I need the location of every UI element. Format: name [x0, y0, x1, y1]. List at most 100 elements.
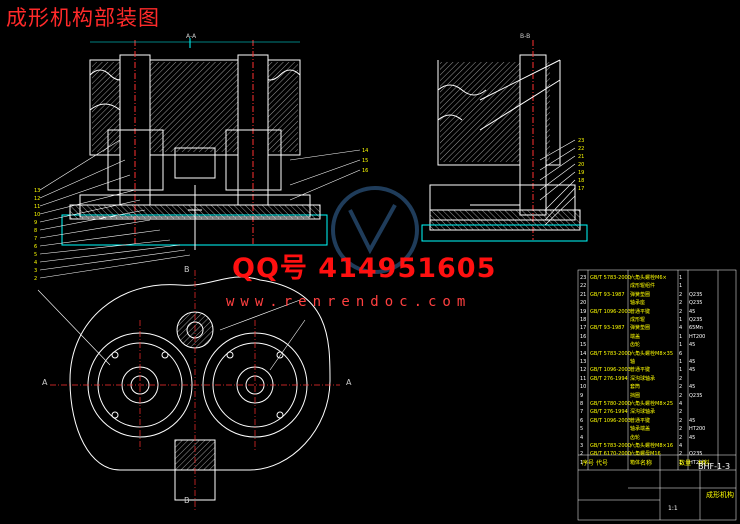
bom-cell-name: 套筒	[630, 384, 641, 391]
watermark-url: www.renrendoc.com	[226, 294, 472, 310]
title-block-name: 成形机构	[706, 491, 734, 499]
bom-cell-no: 2	[580, 451, 584, 458]
bom-cell-qty: 2	[679, 426, 683, 433]
watermark-logo	[331, 186, 419, 274]
bom-cell-name: 轴承座	[630, 300, 646, 307]
bom-cell-name: 六角螺母M16	[630, 451, 661, 458]
bom-cell-name: 六角头螺栓M6×	[630, 275, 667, 281]
bom-cell-code: GB/T 276-1994	[590, 375, 628, 382]
bom-cell-no: 21	[580, 291, 587, 298]
bom-cell-name: 深沟球轴承	[630, 375, 656, 382]
svg-text:16: 16	[362, 168, 368, 174]
bom-cell-no: 9	[580, 392, 584, 399]
bom-cell-mat: Q235	[689, 392, 703, 399]
svg-text:8: 8	[34, 228, 37, 234]
bom-cell-mat: 65Mn	[689, 325, 703, 332]
bom-cell-no: 22	[580, 283, 587, 290]
bom-cell-qty: 1	[679, 317, 683, 323]
section-mark-b-top: B	[184, 265, 190, 274]
svg-text:10: 10	[34, 212, 40, 218]
bom-cell-qty: 1	[679, 367, 683, 374]
bom-cell-name: 齿轮	[630, 342, 641, 349]
svg-text:19: 19	[578, 170, 584, 176]
section-mark-a-left: A	[42, 378, 48, 387]
bom-cell-no: 19	[580, 308, 587, 315]
section-aa-view	[61, 38, 328, 250]
bom-cell-no: 17	[580, 325, 587, 332]
bom-cell-no: 7	[580, 409, 584, 416]
bom-cell-mat: 45	[689, 359, 696, 365]
bom-cell-name: 轴承端盖	[630, 426, 651, 433]
bom-cell-no: 13	[580, 359, 587, 365]
bom-cell-no: 16	[580, 333, 587, 340]
svg-text:5: 5	[34, 252, 37, 258]
bom-cell-name: 六角头螺栓M8×16	[630, 443, 674, 449]
bom-cell-qty: 1	[679, 459, 683, 466]
bom-cell-qty: 2	[679, 392, 683, 399]
bom-cell-code: GB/T 5780-2000	[590, 401, 631, 407]
bom-cell-no: 6	[580, 417, 584, 424]
bom-header-qty: 数量	[679, 460, 692, 467]
bom-cell-qty: 4	[679, 325, 683, 332]
bom-cell-mat: Q235	[689, 300, 703, 307]
bom-cell-name: 挡圈	[630, 392, 641, 399]
bom-cell-qty: 2	[679, 384, 683, 391]
bom-cell-no: 18	[580, 317, 587, 323]
svg-text:21: 21	[578, 154, 584, 160]
watermark-qq: QQ号 414951605	[232, 253, 497, 284]
plan-view	[69, 276, 331, 501]
svg-text:2: 2	[34, 276, 37, 282]
svg-text:17: 17	[578, 186, 584, 192]
bom-header-mat: 材料	[698, 460, 711, 467]
plan-leaders	[37, 289, 306, 371]
bom-cell-qty: 2	[679, 417, 683, 424]
section-label-bb: B-B	[520, 33, 531, 40]
bom-cell-name: 齿轮	[630, 434, 641, 441]
svg-text:18: 18	[578, 178, 584, 184]
plan-centerlines	[50, 270, 340, 510]
bom-cell-qty: 4	[679, 401, 683, 407]
bom-cell-code: GB/T 1096-2003	[590, 367, 631, 374]
bom-cell-name: 成形辊	[630, 317, 646, 323]
bom-grid	[577, 269, 737, 521]
svg-text:12: 12	[34, 196, 40, 202]
svg-text:3: 3	[34, 268, 37, 274]
bom-cell-mat: 45	[689, 367, 696, 374]
bom-cell-name: 普通平键	[630, 417, 651, 424]
bom-cell-name: 六角头螺栓M8×25	[630, 401, 674, 407]
bom-cell-qty: 1	[679, 359, 683, 365]
svg-text:6: 6	[34, 244, 37, 250]
bom-row: 9 挡圈 2 Q235	[578, 392, 736, 400]
bom-cell-mat: Q235	[689, 451, 703, 458]
svg-text:15: 15	[362, 158, 368, 164]
bom-cell-name: 弹簧垫圈	[630, 291, 651, 298]
bom-cell-code: GB/T 1096-2003	[590, 308, 631, 315]
bom-cell-code: GB/T 5783-2000	[590, 275, 631, 281]
svg-text:23: 23	[578, 138, 584, 144]
bom-cell-qty: 2	[679, 308, 683, 315]
bom-cell-mat: 45	[689, 342, 696, 349]
svg-text:13: 13	[34, 188, 40, 194]
svg-text:22: 22	[578, 146, 584, 152]
svg-text:4: 4	[34, 260, 37, 266]
section-mark-b-bottom: B	[184, 496, 190, 505]
